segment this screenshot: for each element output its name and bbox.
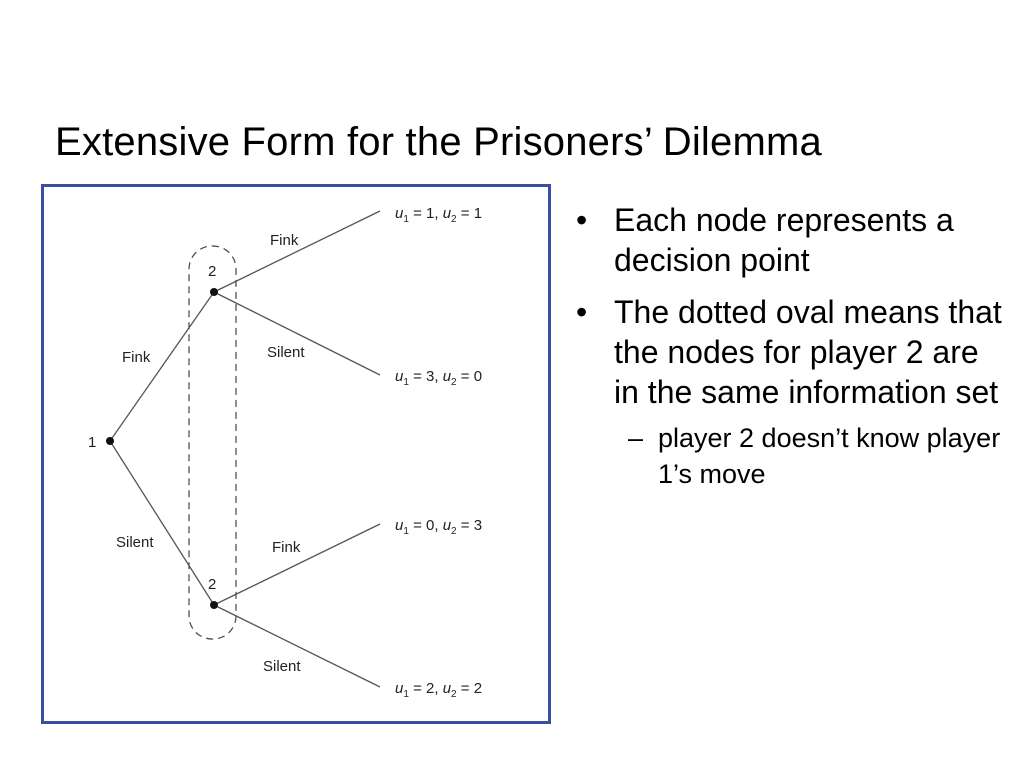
bullet-text: Each node represents a decision point: [614, 202, 954, 278]
edge-label-p1-fink: Fink: [122, 349, 151, 366]
edge-label-bottom-fink: Fink: [272, 539, 301, 556]
edge-label-top-fink: Fink: [270, 232, 299, 249]
sub-bullet-list: – player 2 doesn’t know player 1’s move: [614, 420, 1012, 492]
bullet-item: • The dotted oval means that the nodes f…: [572, 292, 1012, 492]
edge-p1-fink: [109, 291, 215, 442]
player2-top-node: [210, 288, 218, 296]
root-node-label: 1: [88, 434, 96, 451]
payoff-fink-silent: u1 = 3, u2 = 0: [395, 368, 482, 388]
bullet-marker: •: [576, 202, 588, 238]
bullet-text: The dotted oval means that the nodes for…: [614, 294, 1002, 410]
edge-p1-silent: [109, 440, 215, 606]
sub-bullet-text: player 2 doesn’t know player 1’s move: [658, 423, 1001, 489]
sub-bullet-item: – player 2 doesn’t know player 1’s move: [614, 420, 1012, 492]
information-set-oval: [188, 245, 237, 640]
edge-label-p1-silent: Silent: [116, 534, 154, 551]
payoff-silent-silent: u1 = 2, u2 = 2: [395, 680, 482, 700]
payoff-silent-fink: u1 = 0, u2 = 3: [395, 517, 482, 537]
root-node: [106, 437, 114, 445]
edge-top-silent: [213, 291, 381, 376]
slide-title: Extensive Form for the Prisoners’ Dilemm…: [55, 120, 822, 164]
player2-top-node-label: 2: [208, 263, 216, 280]
sub-bullet-marker: –: [628, 423, 644, 453]
edge-label-top-silent: Silent: [267, 344, 305, 361]
bullet-item: • Each node represents a decision point: [572, 200, 1012, 280]
payoff-fink-fink: u1 = 1, u2 = 1: [395, 205, 482, 225]
game-tree-diagram: 1 2 2 Fink Silent Fink Silent Fink Silen…: [88, 205, 482, 700]
edge-bottom-silent: [213, 604, 381, 688]
player2-bottom-node-label: 2: [208, 576, 216, 593]
player2-bottom-node: [210, 601, 218, 609]
edge-top-fink: [213, 210, 381, 293]
game-tree-figure: 1 2 2 Fink Silent Fink Silent Fink Silen…: [41, 184, 551, 724]
edge-bottom-fink: [213, 523, 381, 606]
bullet-list: • Each node represents a decision point …: [572, 200, 1012, 504]
edge-label-bottom-silent: Silent: [263, 658, 301, 675]
bullet-marker: •: [576, 294, 588, 330]
